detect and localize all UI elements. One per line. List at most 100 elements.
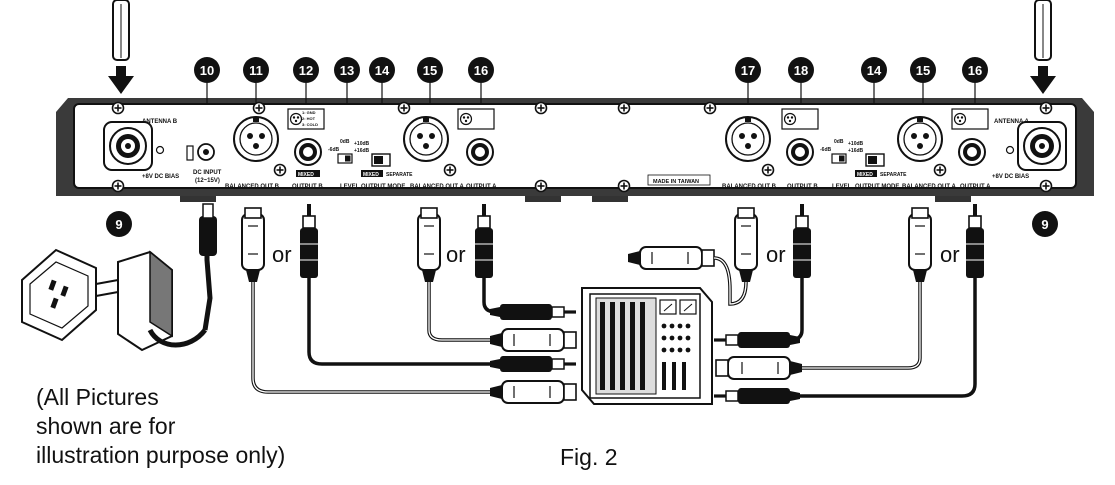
jack-plug-2: [474, 203, 494, 279]
svg-text:13: 13: [340, 63, 354, 78]
callout-13: 13: [334, 57, 360, 83]
mixer-jack-in-2: [489, 355, 577, 373]
output-b-label-2: OUTPUT B: [787, 184, 818, 190]
level-plus16: +16dB: [354, 148, 370, 154]
output-a-jack-2[interactable]: [958, 138, 986, 166]
level-0: 0dB: [340, 139, 350, 145]
dc-bias-label-b: +8V DC BIAS: [142, 174, 179, 180]
output-mode-label-b: OUTPUT MODE: [361, 184, 405, 190]
mixer-xlr-in-1: [489, 328, 577, 352]
mixer-jack-in-1: [489, 303, 577, 321]
wall-outlet: [21, 248, 97, 342]
output-mode-label-2: OUTPUT MODE: [855, 184, 899, 190]
balanced-out-b-label: BALANCED OUT B: [225, 184, 280, 190]
level-plus10: +10dB: [354, 141, 370, 147]
mixer-xlr-in-2: [489, 380, 577, 404]
callout-18: 18: [788, 57, 814, 83]
callout-10: 10: [194, 57, 220, 83]
or-label-4: or: [940, 242, 960, 267]
svg-text:9: 9: [1041, 217, 1048, 232]
power-switch[interactable]: [186, 145, 194, 161]
svg-text:15: 15: [916, 63, 930, 78]
svg-text:17: 17: [741, 63, 755, 78]
dc-input-label: DC INPUT: [193, 170, 222, 176]
antenna-b-connector[interactable]: [103, 121, 153, 171]
svg-text:9: 9: [115, 217, 122, 232]
arrow-antenna-b: [108, 66, 134, 94]
antenna-b: [112, 0, 130, 61]
output-a-label-1: OUTPUT A: [466, 184, 497, 190]
callout-16: 16: [468, 57, 494, 83]
output-b-jack[interactable]: [294, 138, 322, 166]
callout-14-right: 14: [861, 57, 887, 83]
output-b-jack-2[interactable]: [786, 138, 814, 166]
illustration-note: (All Pictures shown are for illustration…: [36, 384, 286, 468]
xlr-plug-3: [734, 207, 758, 283]
mixer-jack-in-3: [713, 331, 801, 349]
mixer-jack-in-4: [713, 387, 801, 405]
output-a-jack-1[interactable]: [466, 138, 494, 166]
or-label-1: or: [272, 242, 292, 267]
mode-separate-b: SEPARATE: [386, 172, 413, 178]
callout-9-right: 9: [1032, 211, 1058, 237]
mode-mixed-2: MIXED: [857, 172, 873, 178]
dc-bias-led-a: [1005, 145, 1015, 155]
level-switch-b[interactable]: [337, 153, 353, 164]
pin3-label: 3: COLD: [302, 122, 318, 127]
jack-plug-3: [792, 203, 812, 279]
level-0-2: 0dB: [834, 139, 844, 145]
balanced-out-b-label-2: BALANCED OUT B: [722, 184, 777, 190]
level-plus10-2: +10dB: [848, 141, 864, 147]
callout-leaders: [206, 83, 976, 104]
level-label-b: LEVEL: [340, 184, 360, 190]
dc-bias-led-b: [155, 145, 165, 155]
jack-plug-4: [965, 203, 985, 279]
callout-17: 17: [735, 57, 761, 83]
svg-text:18: 18: [794, 63, 808, 78]
antenna-a: [1034, 0, 1052, 61]
pin-config-a-2: [951, 108, 989, 130]
callout-15-right: 15: [910, 57, 936, 83]
level-switch-2[interactable]: [831, 153, 847, 164]
svg-text:14: 14: [867, 63, 882, 78]
svg-text:10: 10: [200, 63, 214, 78]
or-label-3: or: [766, 242, 786, 267]
svg-text:15: 15: [423, 63, 437, 78]
balanced-out-b-connector[interactable]: [233, 116, 279, 162]
mode-mixed-b: MIXED: [363, 172, 379, 178]
callout-14: 14: [369, 57, 395, 83]
dc-bias-label-a: +8V DC BIAS: [992, 174, 1029, 180]
pin2-label: 2: HOT: [302, 116, 316, 121]
made-in-label: MADE IN TAIWAN: [653, 179, 699, 185]
antenna-b-label: ANTENNA B: [142, 119, 178, 125]
arrow-antenna-a: [1030, 66, 1056, 94]
cables-inner: [252, 257, 921, 393]
dc-input-range: (12~15V): [195, 178, 220, 184]
balanced-out-a-label-1: BALANCED OUT A: [410, 184, 464, 190]
mixer-xlr-in-3: [715, 356, 803, 380]
callout-markers: 9 10 11 12 13 14 15 16 17 18 14 15 16 9: [106, 57, 1058, 237]
balanced-out-a-connector-1[interactable]: [403, 116, 449, 162]
balanced-out-b-connector-2[interactable]: [725, 116, 771, 162]
balanced-out-a-label-2: BALANCED OUT A: [902, 184, 956, 190]
svg-text:11: 11: [249, 63, 263, 78]
xlr-plug-1: [241, 207, 265, 283]
pin1-label: 1: GND: [302, 110, 316, 115]
balanced-out-a-connector-2[interactable]: [897, 116, 943, 162]
output-a-label-2: OUTPUT A: [960, 184, 991, 190]
callout-12: 12: [293, 57, 319, 83]
or-label-2: or: [446, 242, 466, 267]
level-label-2: LEVEL: [832, 184, 852, 190]
callout-11: 11: [243, 57, 269, 83]
dc-input-jack[interactable]: [197, 143, 215, 161]
level-minus6: -6dB: [328, 147, 340, 153]
level-plus16-2: +16dB: [848, 148, 864, 154]
jack-plug-1: [299, 203, 319, 279]
xlr-plug-4: [908, 207, 932, 283]
svg-text:14: 14: [375, 63, 390, 78]
xlr-plug-2: [417, 207, 441, 283]
mode-separate-2: SEPARATE: [880, 172, 907, 178]
antenna-a-connector[interactable]: [1017, 121, 1067, 171]
callout-15: 15: [417, 57, 443, 83]
